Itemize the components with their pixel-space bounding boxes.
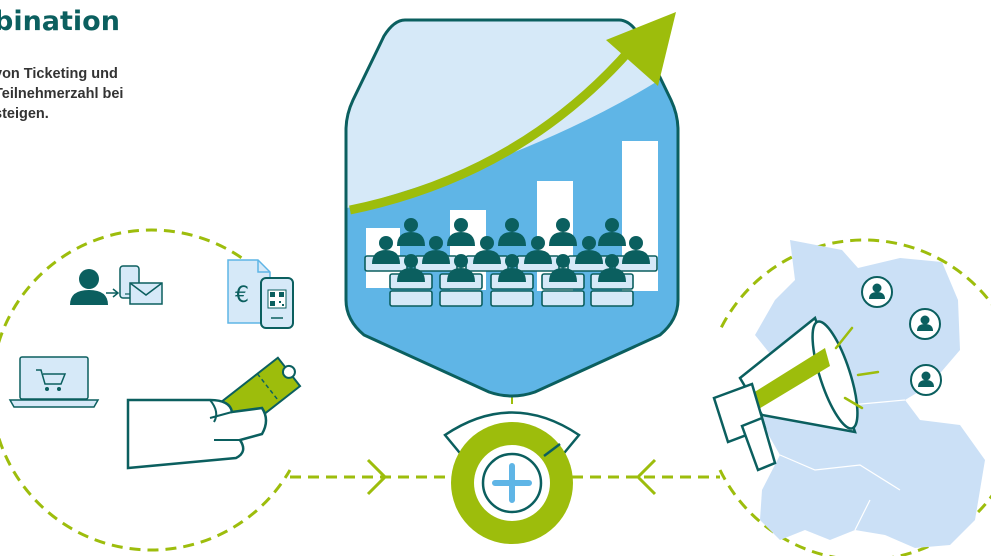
svg-text:€: € [235,283,249,308]
left-dashed-circle [0,228,292,552]
arrow-icon [106,288,120,298]
combination-node [443,411,581,544]
euro-document-icon: € [227,259,271,324]
description-text: von Ticketing und Teilnehmerzahl bei ste… [0,64,123,124]
right-connector [572,458,720,496]
growth-arrow-icon [349,12,676,215]
description-line-1: von Ticketing und [0,66,118,82]
megaphone-icon [712,315,880,472]
description-line-2: Teilnehmerzahl bei [0,86,124,102]
left-connector [290,458,450,496]
qr-phone-icon [260,277,294,329]
audience-icon [364,218,658,307]
plus-icon [481,452,543,514]
right-dashed-circle [718,238,991,556]
page-title: bination [0,6,120,37]
person-icon [70,269,108,305]
hand-ticket-icon [126,356,302,470]
envelope-icon [129,282,163,305]
description-line-3: steigen. [0,106,49,122]
laptop-cart-icon [8,356,100,408]
audience-growth-hexagon [344,12,680,398]
